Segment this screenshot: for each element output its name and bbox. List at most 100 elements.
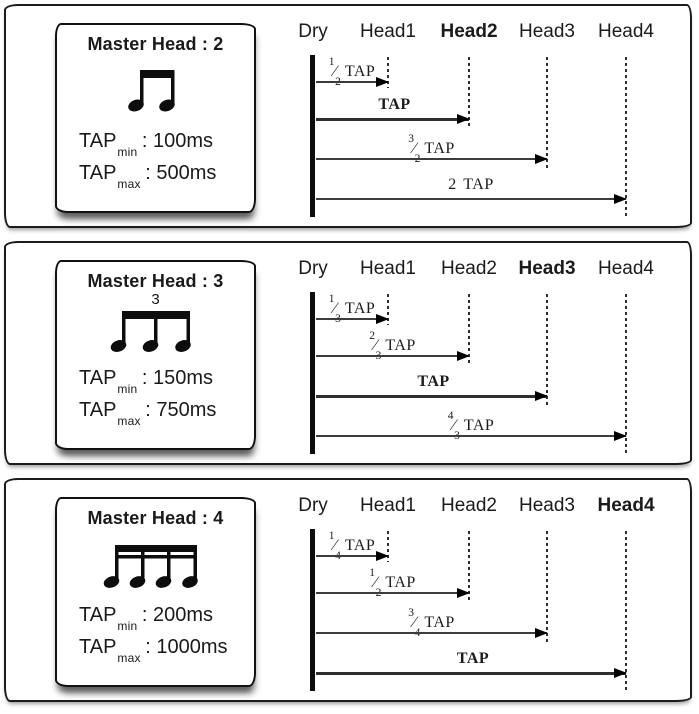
column-label-head2: Head2 [441,258,497,279]
eighth-notes-icon [57,67,254,119]
tap-min-value: : 100ms [136,130,214,152]
delay-arrow-head4: ⁄TAP [316,646,627,678]
dry-timeline [310,55,315,217]
arrow-line [316,430,627,441]
arrow-line [316,193,627,204]
dry-timeline [310,292,315,454]
arrow-line [316,113,470,124]
tap-max-subscript: max [117,651,141,665]
dry-timeline [310,529,315,691]
arrowhead-icon [535,627,548,638]
tap-min-row: TAPmin : 150ms [79,365,213,398]
arrow-line [316,350,470,361]
tap-max-row: TAPmax : 1000ms [79,634,228,667]
delay-arrow-head2: ⁄TAP [316,92,470,124]
tap-min-row: TAPmin : 100ms [79,128,213,161]
column-label-dry: Dry [298,21,328,42]
tap-max-value: : 500ms [139,162,217,184]
column-label-head1: Head1 [360,258,416,279]
panel-master-head-3: Master Head : 3 3 TAPmin : 150ms TAPmax … [4,241,692,465]
tap-max-subscript: max [117,414,141,428]
delay-arrow-label: ⁄TAP [456,650,490,667]
triplet-notes-glyph [110,311,191,352]
arrowhead-icon [614,667,627,678]
delay-arrow-label: ⁄TAP [417,373,450,390]
column-label-dry: Dry [298,258,328,279]
arrow-line [316,550,389,561]
head4-dashed-line [625,294,627,455]
arrow-line [316,627,548,638]
head1-dashed-line [387,57,389,88]
delay-arrow-label: ⁄TAP [378,96,411,113]
head4-dashed-line [625,531,627,692]
delay-arrow-head3: ⁄TAP [316,369,548,401]
sixteenth-notes-icon [57,543,254,595]
note-title: Master Head : 4 [87,508,224,528]
head1-dashed-line [387,531,389,562]
arrowhead-icon [614,193,627,204]
arrowhead-icon [376,550,389,561]
head2-dashed-line [468,531,470,600]
arrowhead-icon [457,113,470,124]
head3-dashed-line [546,57,548,171]
tap-min-row: TAPmin : 200ms [79,602,213,635]
arrowhead-icon [376,313,389,324]
head2-dashed-line [468,294,470,363]
panel-master-head-2: Master Head : 2 TAPmin : 100ms TAPmax : … [4,4,692,228]
note-card: Master Head : 2 TAPmin : 100ms TAPmax : … [55,23,256,213]
note-card: Master Head : 3 3 TAPmin : 150ms TAPmax … [55,260,256,450]
eighth-notes-glyph [127,70,175,112]
tap-max-label: TAP [79,399,117,421]
head3-dashed-line [546,531,548,645]
tap-min-value: : 200ms [136,604,214,626]
tap-max-row: TAPmax : 500ms [79,160,216,193]
note-card: Master Head : 4 TAPmin : 200ms TAPmax : [55,497,256,687]
column-label-head4: Head4 [598,21,654,42]
column-label-head2: Head2 [440,21,498,42]
arrowhead-icon [457,350,470,361]
column-label-head4: Head4 [597,495,655,516]
note-title: Master Head : 3 [87,271,224,291]
tap-max-value: : 1000ms [139,636,228,658]
tap-max-row: TAPmax : 750ms [79,397,216,430]
column-label-head2: Head2 [441,495,497,516]
column-label-head1: Head1 [360,21,416,42]
head3-dashed-line [546,294,548,408]
arrowhead-icon [457,587,470,598]
delay-arrow-label: 2⁄TAP [448,176,494,193]
note-title: Master Head : 2 [87,34,224,54]
delay-arrow-head4: 2⁄TAP [316,172,627,204]
column-label-dry: Dry [298,495,328,516]
tap-min-value: : 150ms [136,367,214,389]
tap-max-label: TAP [79,636,117,658]
tap-max-subscript: max [117,177,141,191]
tuplet-digit: 3 [151,291,160,308]
arrow-line [316,76,389,87]
tap-min-label: TAP [79,604,117,626]
head1-dashed-line [387,294,389,325]
arrow-line [316,390,548,401]
triplet-notes-icon: 3 [57,292,254,359]
head4-dashed-line [625,57,627,218]
column-label-head3: Head3 [519,21,575,42]
tap-min-subscript: min [117,382,138,396]
head2-dashed-line [468,57,470,126]
tap-min-subscript: min [117,619,138,633]
arrow-line [316,667,627,678]
column-label-head1: Head1 [360,495,416,516]
arrow-line [316,587,470,598]
arrowhead-icon [376,76,389,87]
column-label-head3: Head3 [519,495,575,516]
